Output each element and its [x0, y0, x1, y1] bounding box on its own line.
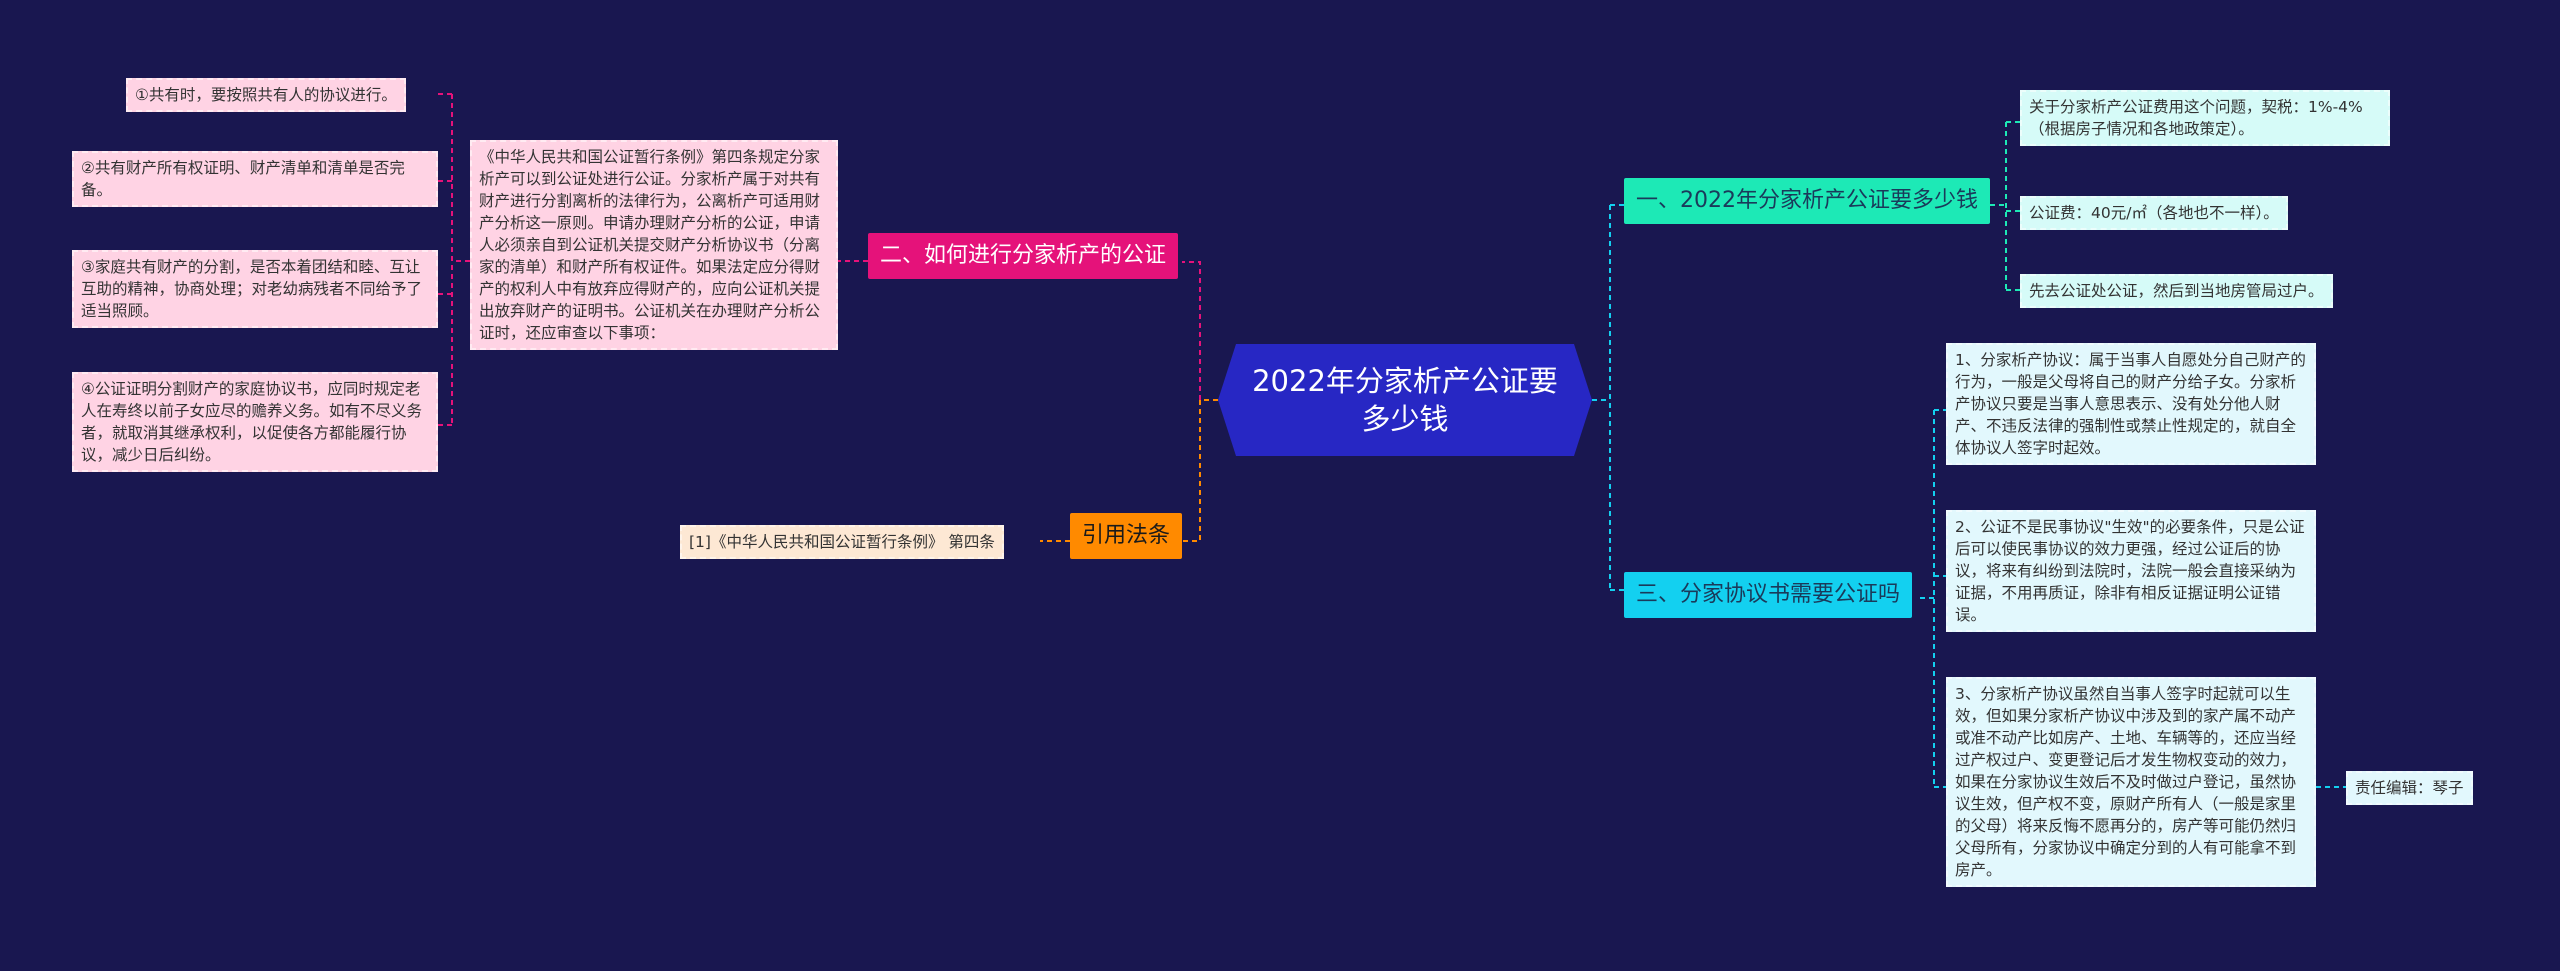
branch-1[interactable]: 一、2022年分家析产公证要多少钱	[1624, 178, 1990, 224]
branch-2-item-3[interactable]: ③家庭共有财产的分割，是否本着团结和睦、互让互助的精神，协商处理；对老幼病残者不…	[72, 250, 438, 328]
branch-1-label: 一、2022年分家析产公证要多少钱	[1636, 188, 1978, 213]
central-topic-label: 2022年分家析产公证要多少钱	[1252, 364, 1558, 436]
branch-1-item-2-text: 公证费：40元/㎡（各地也不一样）。	[2029, 204, 2279, 222]
branch-3-label: 三、分家协议书需要公证吗	[1636, 582, 1901, 607]
central-topic[interactable]: 2022年分家析产公证要多少钱	[1218, 344, 1592, 456]
editor-note[interactable]: 责任编辑：琴子	[2346, 771, 2473, 805]
connector-detail-items	[438, 93, 470, 426]
branch-3-item-1-text: 1、分家析产协议：属于当事人自愿处分自己财产的行为，一般是父母将自己的财产分给子…	[1955, 351, 2306, 457]
branch-3-item-2[interactable]: 2、公证不是民事协议"生效"的必要条件，只是公证后可以使民事协议的效力更强，经过…	[1946, 510, 2316, 632]
branch-3-item-1[interactable]: 1、分家析产协议：属于当事人自愿处分自己财产的行为，一般是父母将自己的财产分给子…	[1946, 343, 2316, 465]
branch-2-item-4[interactable]: ④公证证明分割财产的家庭协议书，应同时规定老人在寿终以前子女应尽的赡养义务。如有…	[72, 372, 438, 472]
connector-central-branch2	[1182, 261, 1218, 401]
branch-3-item-2-text: 2、公证不是民事协议"生效"的必要条件，只是公证后可以使民事协议的效力更强，经过…	[1955, 518, 2305, 624]
branch-4[interactable]: 引用法条	[1070, 513, 1183, 559]
branch-2-detail-text: 《中华人民共和国公证暂行条例》第四条规定分家析产可以到公证处进行公证。分家析产属…	[479, 148, 821, 342]
branch-2-item-2[interactable]: ②共有财产所有权证明、财产清单和清单是否完备。	[72, 151, 438, 207]
branch-2-label: 二、如何进行分家析产的公证	[880, 243, 1167, 268]
branch-2-item-2-text: ②共有财产所有权证明、财产清单和清单是否完备。	[81, 159, 405, 199]
branch-1-item-2[interactable]: 公证费：40元/㎡（各地也不一样）。	[2020, 196, 2288, 230]
branch-2-item-3-text: ③家庭共有财产的分割，是否本着团结和睦、互让互助的精神，协商处理；对老幼病残者不…	[81, 258, 423, 320]
branch-1-item-1[interactable]: 关于分家析产公证费用这个问题，契税：1%-4%（根据房子情况和各地政策定）。	[2020, 90, 2390, 146]
branch-2-detail[interactable]: 《中华人民共和国公证暂行条例》第四条规定分家析产可以到公证处进行公证。分家析产属…	[470, 140, 838, 350]
branch-4-item-1[interactable]: [1]《中华人民共和国公证暂行条例》 第四条	[680, 525, 1004, 559]
branch-4-item-1-text: [1]《中华人民共和国公证暂行条例》 第四条	[689, 533, 995, 551]
editor-note-text: 责任编辑：琴子	[2355, 779, 2464, 797]
branch-1-item-1-text: 关于分家析产公证费用这个问题，契税：1%-4%（根据房子情况和各地政策定）。	[2029, 98, 2363, 138]
branch-3-item-3-text: 3、分家析产协议虽然自当事人签字时起就可以生效，但如果分家析产协议中涉及到的家产…	[1955, 685, 2297, 879]
branch-2-item-4-text: ④公证证明分割财产的家庭协议书，应同时规定老人在寿终以前子女应尽的赡养义务。如有…	[81, 380, 423, 464]
branch-4-label: 引用法条	[1082, 523, 1171, 548]
branch-2[interactable]: 二、如何进行分家析产的公证	[868, 233, 1179, 279]
connector-branch1-items	[1990, 121, 2020, 291]
branch-3[interactable]: 三、分家协议书需要公证吗	[1624, 572, 1913, 618]
connector-central-branch4	[1182, 399, 1218, 542]
branch-2-item-1-text: ①共有时，要按照共有人的协议进行。	[135, 86, 397, 104]
connector-branch3-items	[1920, 409, 1946, 788]
branch-1-item-3[interactable]: 先去公证处公证，然后到当地房管局过户。	[2020, 274, 2333, 308]
branch-2-item-1[interactable]: ①共有时，要按照共有人的协议进行。	[126, 78, 406, 112]
connector-central-right	[1592, 204, 1624, 591]
branch-1-item-3-text: 先去公证处公证，然后到当地房管局过户。	[2029, 282, 2324, 300]
branch-3-item-3[interactable]: 3、分家析产协议虽然自当事人签字时起就可以生效，但如果分家析产协议中涉及到的家产…	[1946, 677, 2316, 887]
